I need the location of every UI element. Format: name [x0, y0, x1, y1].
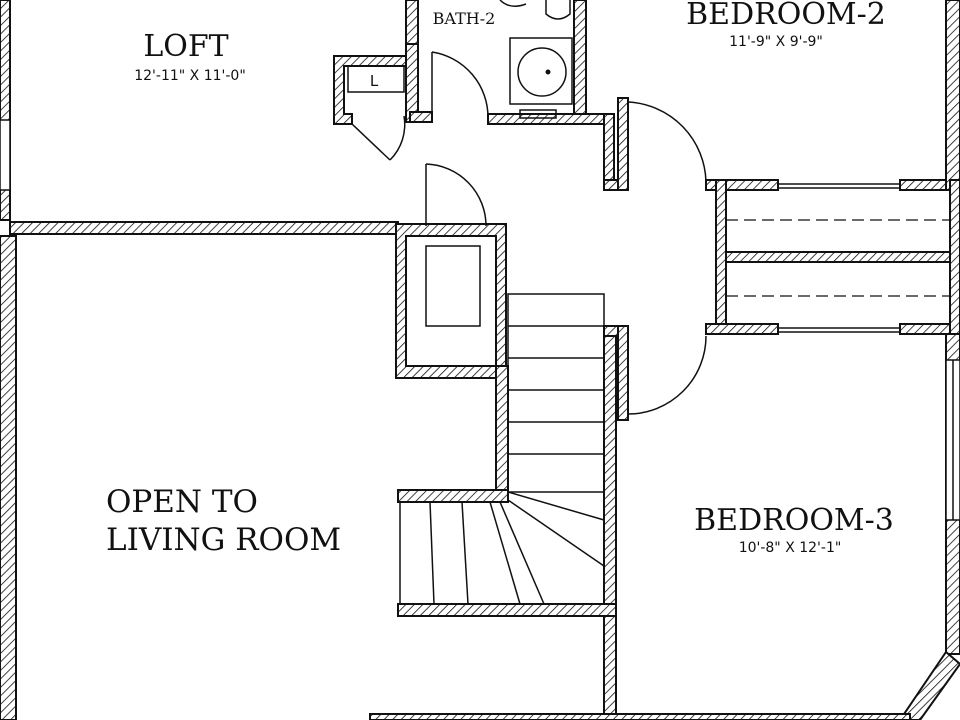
bedroom2-right-wall	[945, 0, 960, 191]
bedroom2-name: BEDROOM-2	[686, 0, 886, 32]
hall-wall-lower	[603, 615, 617, 720]
loft-dims: 12'-11" X 11'-0"	[134, 68, 246, 84]
closet-bottom-wall-b	[899, 323, 960, 335]
hall-wall-upper	[603, 113, 615, 191]
doors	[351, 51, 707, 415]
bedroom2-door-swing	[627, 101, 707, 183]
bedroom3-dims: 10'-8" X 12'-1"	[739, 540, 842, 556]
linen-label: L	[370, 72, 379, 90]
hall-door-jamb-lower	[617, 325, 629, 421]
chase-opening	[425, 245, 481, 327]
stair-winder-1	[507, 491, 605, 521]
sink-icon	[517, 47, 567, 97]
tub-edge	[499, 0, 527, 7]
bath-left-wall	[405, 43, 419, 123]
toilet-icon	[545, 0, 571, 20]
stair-run-outline	[507, 293, 605, 493]
loft-name: LOFT	[143, 29, 228, 64]
closet-right-wall	[949, 179, 960, 335]
vanity	[509, 37, 573, 105]
stair-winder-4	[489, 501, 521, 605]
open-to-living-line2: LIVING ROOM	[106, 522, 341, 558]
sink-drain-icon	[545, 69, 551, 75]
stair-tread-6	[461, 501, 469, 605]
loft-window	[0, 119, 11, 191]
stair-left-wall	[495, 365, 509, 499]
vanity-shelf	[519, 109, 557, 119]
bath-bottom-wall	[487, 113, 615, 125]
hall-door-jamb-upper	[617, 97, 629, 191]
open-to-living-line1: OPEN TO	[106, 484, 258, 520]
chase-door-swing	[425, 163, 487, 227]
stair-winder-2	[507, 499, 605, 567]
bedroom2-dims: 11'-9" X 9'-9"	[729, 34, 823, 50]
closet-left-wall	[715, 179, 727, 335]
loft-left-wall	[0, 0, 11, 221]
closet-bottom-wall-a	[705, 323, 779, 335]
bottom-wall	[369, 713, 911, 720]
stair-bottom-wall	[397, 603, 617, 617]
bath2-name: BATH-2	[433, 9, 496, 28]
stair	[399, 293, 605, 605]
closet-divider-wall	[725, 251, 953, 263]
linen-shelf	[347, 65, 405, 93]
chase-walls	[395, 223, 507, 379]
linen-door-leaf	[351, 123, 391, 161]
linen-door-swing	[389, 115, 406, 161]
bedroom2-bottom-wall-b	[899, 179, 951, 191]
bedroom3-door-swing	[627, 335, 707, 415]
loft-railing-wall	[9, 221, 399, 235]
stair-landing-wall	[397, 489, 509, 503]
closet-doors	[726, 183, 950, 333]
bath-left-stub	[409, 111, 433, 123]
stair-right-wall	[603, 325, 617, 617]
bedroom3-name: BEDROOM-3	[694, 503, 894, 538]
bath-door-swing	[431, 51, 489, 119]
bedroom2-bottom-wall-a	[705, 179, 779, 191]
bath-right-wall	[573, 0, 587, 121]
stair-winder-3	[499, 501, 545, 605]
bath-fixtures	[499, 0, 573, 119]
bedroom3-corner-wall	[898, 650, 960, 720]
open-left-wall	[0, 235, 17, 720]
windows	[0, 119, 960, 521]
room-labels: LOFT 12'-11" X 11'-0" BATH-2 BEDROOM-2 1…	[106, 0, 894, 558]
stair-tread-7	[429, 501, 435, 605]
